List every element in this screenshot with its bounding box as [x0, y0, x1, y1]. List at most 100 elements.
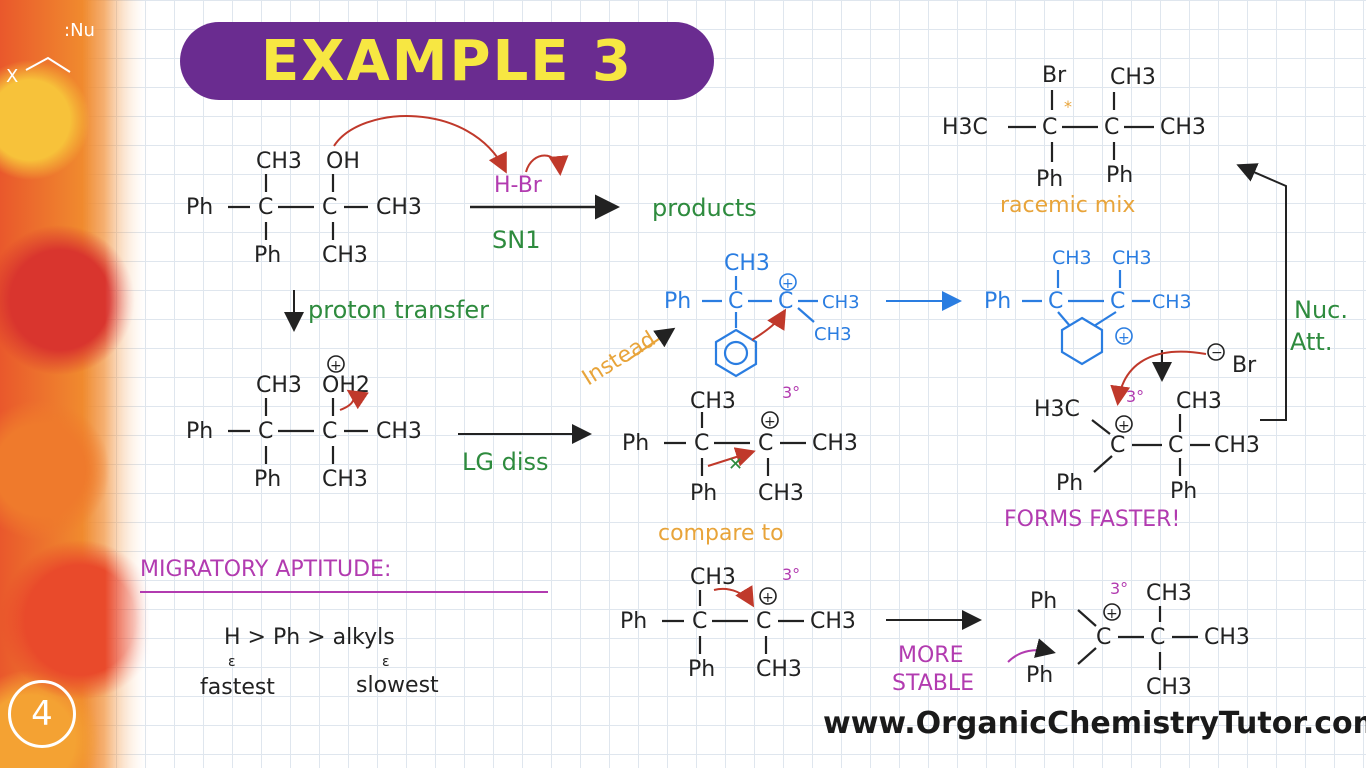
- cm-ch3-bottom: CH3: [758, 481, 804, 506]
- ms-ch3-right: CH3: [1204, 625, 1250, 650]
- nuc-attack-step: Nuc. Att.: [1236, 163, 1348, 421]
- lg-diss-step: LG diss: [458, 424, 592, 476]
- pi-c2: C: [1110, 289, 1125, 314]
- starting-alcohol: CH3 OH Ph C C CH3 Ph CH3: [186, 115, 507, 268]
- compare-to-label: compare to: [658, 521, 784, 546]
- instead-annotation: Instead: [578, 327, 676, 391]
- rc-charge: +: [1118, 418, 1130, 434]
- cm-c2: C: [758, 431, 773, 456]
- pa-ch3-right: CH3: [376, 419, 422, 444]
- cm-ph-bottom: Ph: [690, 481, 717, 506]
- bc-ph-left: Ph: [664, 289, 691, 314]
- bromide-label: Br: [1232, 353, 1257, 378]
- fp-ch3-top: CH3: [1110, 65, 1156, 90]
- rc-ph-left: Ph: [1056, 471, 1083, 496]
- oxonium-charge: +: [330, 358, 342, 374]
- nuc-att-label-1: Nuc.: [1294, 296, 1348, 324]
- rc-ph-bottom: Ph: [1170, 479, 1197, 504]
- bc-ch3-lower: CH3: [814, 324, 852, 345]
- cm-charge: +: [764, 414, 776, 430]
- rc-c1: C: [1110, 433, 1125, 458]
- pi-charge: +: [1118, 330, 1130, 346]
- more-stable-carbocation: MORE STABLE Ph 3° + CH3 C C CH3 Ph CH3: [892, 579, 1250, 700]
- compared-carbocation: CH3 3° + Ph C C CH3 Ph CH3: [620, 565, 856, 682]
- aptitude-tick-right: ε: [382, 654, 390, 670]
- sm-ph-left: Ph: [186, 195, 213, 220]
- aptitude-order: H > Ph > alkyls: [224, 625, 395, 650]
- ms-ph-bottom: Ph: [1026, 663, 1053, 688]
- cc-tertiary: 3°: [782, 565, 800, 584]
- ms-ph-top: Ph: [1030, 589, 1057, 614]
- paint-splash-border: [0, 0, 150, 768]
- pi-ch3-right: CH3: [1152, 291, 1192, 313]
- migratory-aptitude: MIGRATORY APTITUDE: H > Ph > alkyls ε ε …: [140, 557, 548, 700]
- aptitude-fastest: fastest: [200, 675, 275, 700]
- fp-c2: C: [1104, 115, 1119, 140]
- cc-charge: +: [762, 590, 774, 606]
- website-url: www.OrganicChemistryTutor.com: [823, 706, 1366, 741]
- corner-bond: [25, 56, 71, 73]
- aptitude-slowest: slowest: [356, 673, 439, 698]
- cc-c2: C: [756, 609, 771, 634]
- fp-h3c: H3C: [942, 115, 988, 140]
- pi-ch3-b: CH3: [1112, 247, 1152, 269]
- title-banner: EXAMPLE 3: [180, 22, 714, 100]
- sm-ch3-top: CH3: [256, 149, 302, 174]
- bc-c2: C: [778, 289, 793, 314]
- pi-ph-left: Ph: [984, 289, 1011, 314]
- cm-blocked-mark: ✕: [728, 454, 743, 475]
- pa-c2: C: [322, 419, 337, 444]
- cm-ch3-top: CH3: [690, 389, 736, 414]
- ms-ch3-top: CH3: [1146, 581, 1192, 606]
- cm-c1: C: [694, 431, 709, 456]
- pa-ch3-bottom: CH3: [322, 467, 368, 492]
- cc-ph-bottom: Ph: [688, 657, 715, 682]
- mechanism-sn1: SN1: [492, 226, 540, 254]
- bc-charge: +: [782, 276, 794, 292]
- x-label: X: [6, 66, 18, 87]
- cm-ch3-right: CH3: [812, 431, 858, 456]
- pi-c1: C: [1048, 289, 1063, 314]
- ms-ch3-bottom: CH3: [1146, 675, 1192, 700]
- rc-ch3-top: CH3: [1176, 389, 1222, 414]
- stereocenter-star: *: [1064, 97, 1072, 116]
- cm-tertiary: 3°: [782, 383, 800, 402]
- pi-phenyl-ring: [1060, 316, 1104, 366]
- products-label: products: [652, 194, 757, 222]
- cc-ch3-bottom: CH3: [756, 657, 802, 682]
- rc-h3c: H3C: [1034, 397, 1080, 422]
- aptitude-heading: MIGRATORY APTITUDE:: [140, 557, 391, 582]
- pa-ch3-top: CH3: [256, 373, 302, 398]
- page-title: EXAMPLE 3: [261, 28, 633, 94]
- bromide-ion: − Br: [1110, 343, 1257, 406]
- rc-ch3-right: CH3: [1214, 433, 1260, 458]
- final-product: Br CH3 H3C C C CH3 Ph Ph * racemic mix: [942, 63, 1206, 218]
- fp-ph-left: Ph: [1036, 167, 1063, 192]
- nu-label: :Nu: [64, 20, 95, 41]
- forms-faster-label: FORMS FASTER!: [1004, 507, 1180, 532]
- racemic-mix-label: racemic mix: [1000, 193, 1135, 218]
- pa-c1: C: [258, 419, 273, 444]
- sm-c2: C: [322, 195, 337, 220]
- ms-charge: +: [1106, 606, 1118, 622]
- pa-ph-bottom: Ph: [254, 467, 281, 492]
- proton-transfer-label: proton transfer: [308, 296, 489, 324]
- bc-ch3-right: CH3: [822, 292, 860, 313]
- bc-c1: C: [728, 289, 743, 314]
- nuc-att-label-2: Att.: [1290, 328, 1332, 356]
- sm-ch3-bottom: CH3: [322, 243, 368, 268]
- proton-transfer-step: proton transfer: [284, 290, 489, 332]
- pa-ph-left: Ph: [186, 419, 213, 444]
- lg-diss-label: LG diss: [462, 448, 549, 476]
- instead-label: Instead: [578, 327, 660, 391]
- rearranged-carbocation: H3C CH3 3° + C C CH3 Ph Ph FORMS FASTER!: [1004, 387, 1260, 532]
- carbocation-middle: CH3 3° + Ph C C CH3 Ph CH3 ✕ compare to: [622, 383, 858, 546]
- sm-oh: OH: [326, 149, 360, 174]
- more-label: MORE: [898, 643, 963, 668]
- cc-ph-left: Ph: [620, 609, 647, 634]
- bc-ch3-top: CH3: [724, 251, 770, 276]
- fp-ph-right: Ph: [1106, 163, 1133, 188]
- protonated-alcohol: + CH3 OH2 Ph C C CH3 Ph CH3: [186, 355, 422, 492]
- cc-ch3-right: CH3: [810, 609, 856, 634]
